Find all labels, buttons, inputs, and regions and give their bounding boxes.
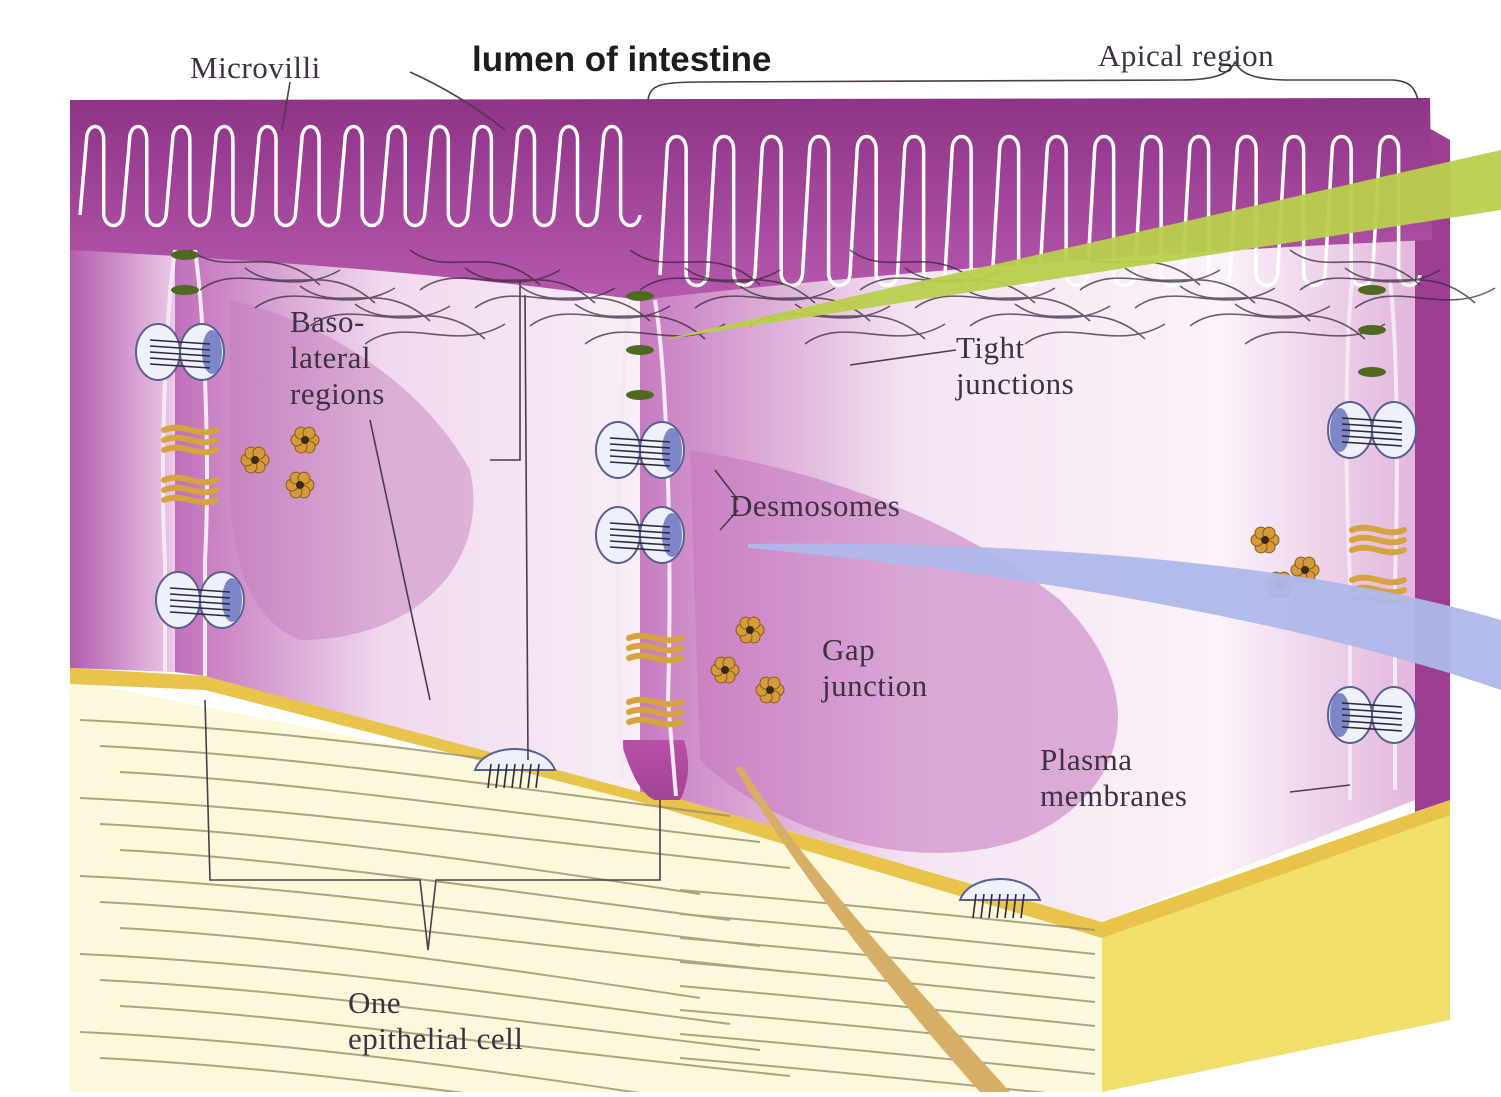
connexon-icon xyxy=(756,677,784,703)
label-desmosomes-text: Desmosomes xyxy=(730,488,900,524)
tight-junction-icon xyxy=(626,345,654,355)
connexon-icon xyxy=(1251,527,1279,553)
label-gap-line2: junction xyxy=(822,668,928,704)
label-basolateral-line2: lateral xyxy=(290,340,385,376)
tight-junction-icon xyxy=(171,250,199,260)
label-tight-junctions: Tight junctions xyxy=(956,330,1074,402)
connexon-icon xyxy=(736,617,764,643)
tight-junction-icon xyxy=(1358,285,1386,295)
tight-junction-icon xyxy=(626,390,654,400)
tight-junction-icon xyxy=(171,285,199,295)
label-plasma-line1: Plasma xyxy=(1040,742,1187,778)
label-apical-region-text: Apical region xyxy=(1098,38,1274,74)
label-one-cell-line2: epithelial cell xyxy=(348,1021,523,1057)
label-tight-line1: Tight xyxy=(956,330,1074,366)
connexon-icon xyxy=(241,447,269,473)
tight-junction-icon xyxy=(1358,367,1386,377)
label-plasma-line2: membranes xyxy=(1040,778,1187,814)
label-one-cell-line1: One xyxy=(348,985,523,1021)
tight-junction-icon xyxy=(626,291,654,301)
connexon-icon xyxy=(711,657,739,683)
label-plasma-membranes: Plasma membranes xyxy=(1040,742,1187,814)
label-basolateral-regions: Baso- lateral regions xyxy=(290,304,385,412)
label-gap-line1: Gap xyxy=(822,632,928,668)
connexon-icon xyxy=(291,427,319,453)
label-tight-line2: junctions xyxy=(956,366,1074,402)
label-basolateral-line1: Baso- xyxy=(290,304,385,340)
label-gap-junction: Gap junction xyxy=(822,632,928,704)
label-apical-region: Apical region xyxy=(1098,38,1274,74)
label-microvilli: Microvilli xyxy=(190,50,321,86)
label-one-epithelial-cell: One epithelial cell xyxy=(348,985,523,1057)
label-microvilli-text: Microvilli xyxy=(190,50,321,86)
tight-junction-icon xyxy=(1358,325,1386,335)
label-basolateral-line3: regions xyxy=(290,376,385,412)
label-desmosomes: Desmosomes xyxy=(730,488,900,524)
connexon-icon xyxy=(286,472,314,498)
diagram-title: lumen of intestine xyxy=(472,40,771,80)
